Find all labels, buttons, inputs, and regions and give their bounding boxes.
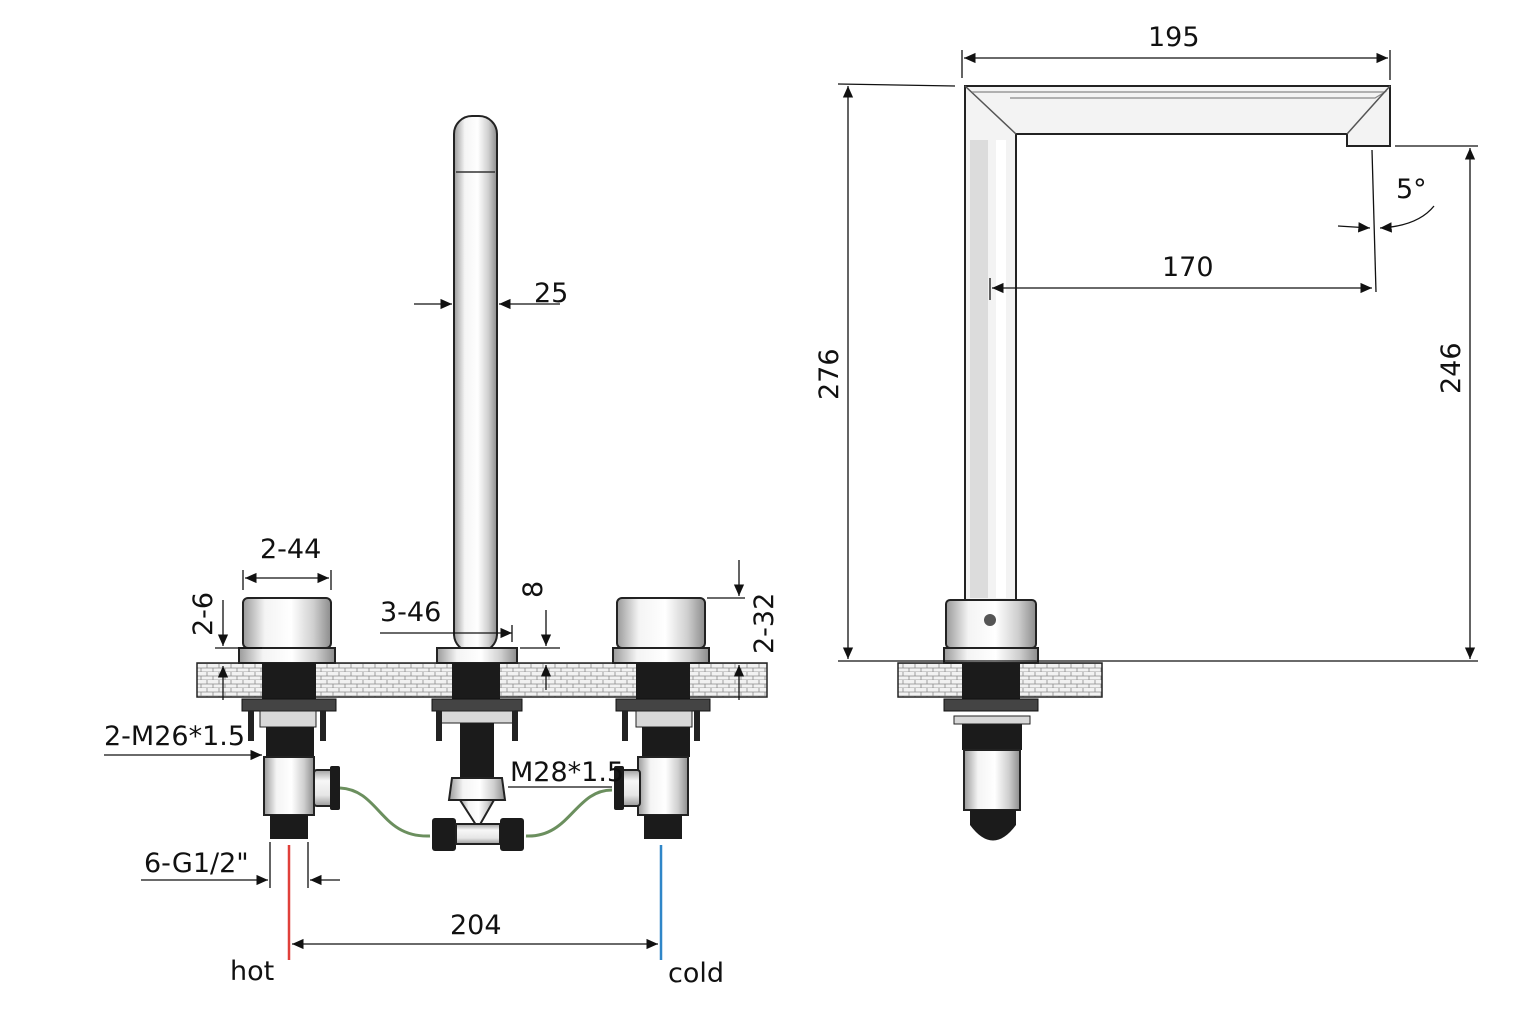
spout-pipe <box>431 115 523 830</box>
thread-m26-label: 2-M26*1.5 <box>104 721 245 752</box>
hoses <box>339 786 613 838</box>
dim-angle-5: 5° <box>1396 174 1427 205</box>
front-dimensions <box>104 298 745 950</box>
cold-valve <box>612 597 711 839</box>
dim-2-44: 2-44 <box>260 534 321 565</box>
dim-8: 8 <box>518 581 549 598</box>
cold-label: cold <box>668 958 724 989</box>
dim-204: 204 <box>450 910 502 941</box>
thread-g12-label: 6-G1/2" <box>144 848 249 879</box>
hot-label: hot <box>230 956 274 987</box>
spout-side <box>943 85 1391 841</box>
thread-m28-label: M28*1.5 <box>510 757 624 788</box>
dim-2-6: 2-6 <box>188 592 219 636</box>
t-connector <box>432 818 524 851</box>
front-view: 25 2-44 2-6 3-46 8 2-32 2-M26*1.5 M28*1.… <box>104 115 780 989</box>
dim-246: 246 <box>1436 342 1467 394</box>
dim-195: 195 <box>1148 22 1200 53</box>
dim-3-46: 3-46 <box>380 597 441 628</box>
dim-25: 25 <box>534 278 568 309</box>
dim-276: 276 <box>814 348 845 400</box>
side-view: 195 276 246 170 5° <box>814 22 1478 841</box>
dim-2-32: 2-32 <box>749 593 780 654</box>
side-dimensions <box>837 50 1478 662</box>
dim-170: 170 <box>1162 252 1214 283</box>
hot-valve <box>238 597 340 839</box>
